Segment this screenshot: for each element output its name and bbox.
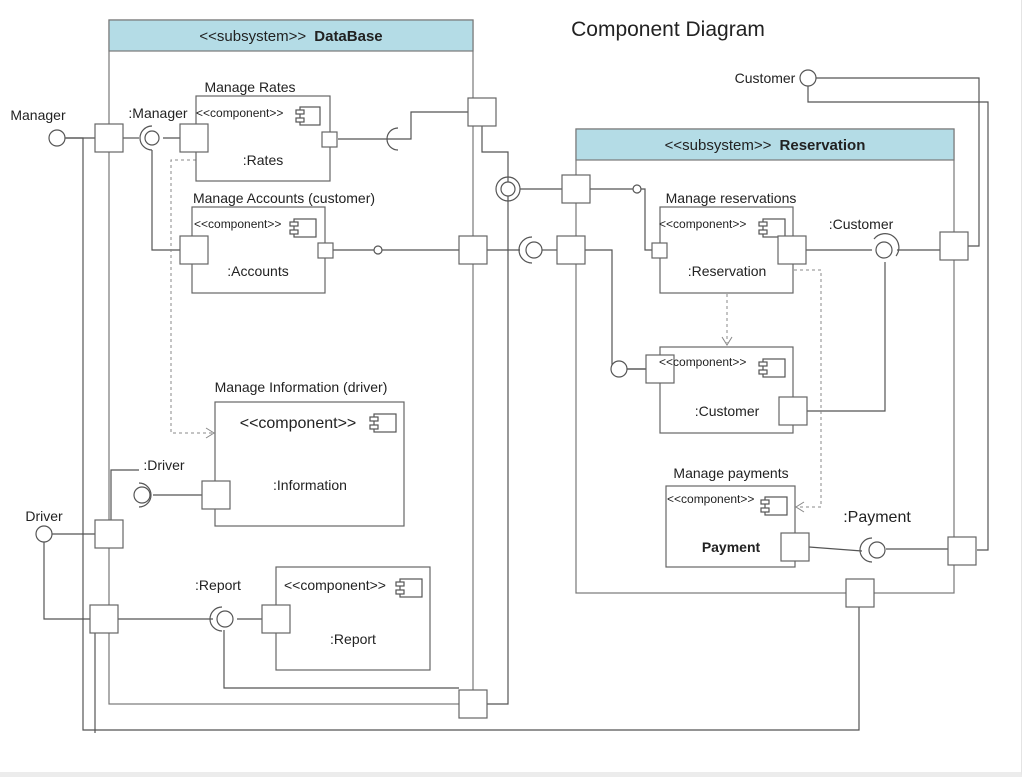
subsystem-reservation-header [575, 128, 955, 161]
rates-required-socket [386, 127, 399, 151]
manager-port-label: :Manager [128, 105, 187, 121]
manager-actor-node [48, 129, 66, 147]
driver-actor-label: Driver [25, 508, 63, 524]
accounts-stereotype: <<component>> [194, 217, 281, 231]
port [845, 578, 875, 608]
port [467, 97, 497, 127]
driver-interface-ball [133, 486, 151, 504]
component-icon [369, 413, 397, 433]
driver-interface-socket [138, 482, 152, 508]
subsystem-database-header [108, 19, 474, 52]
payment-stereotype: <<component>> [667, 492, 754, 506]
port [458, 689, 488, 719]
payment-interface-ball [868, 541, 886, 559]
port [89, 604, 119, 634]
port [179, 235, 209, 265]
report-interface-socket [209, 606, 223, 632]
accounts-provided-interface [373, 245, 383, 255]
rates-stereotype: <<component>> [196, 106, 283, 120]
database-name: DataBase [314, 28, 382, 45]
database-interface-socket [495, 176, 521, 202]
port [778, 396, 808, 426]
port [947, 536, 977, 566]
information-name: :Information [273, 477, 347, 493]
port [645, 354, 675, 384]
manager-interface-socket [139, 125, 153, 151]
customer-component-name: :Customer [695, 403, 760, 419]
port [458, 235, 488, 265]
customer-component-stereotype: <<component>> [659, 355, 746, 369]
information-stereotype: <<component>> [240, 415, 357, 432]
port [777, 235, 807, 265]
reservation-provided-interface [632, 184, 642, 194]
reservation-stereotype: <<subsystem>> [665, 137, 772, 154]
accounts-name: :Accounts [227, 263, 288, 279]
port [94, 123, 124, 153]
reservation-name: Reservation [780, 137, 866, 154]
svg-text:<<subsystem>> DataBase: <<subsystem>> DataBase [199, 28, 382, 45]
customer-provided-interface [610, 360, 628, 378]
reservation-component-name: :Reservation [688, 263, 767, 279]
port [780, 532, 810, 562]
driver-actor-node [35, 525, 53, 543]
payment-interface-socket [859, 537, 873, 563]
payment-name: Payment [702, 539, 761, 555]
component-icon [760, 496, 788, 516]
payment-caption: Manage payments [673, 465, 788, 481]
accounts-interface-ball [525, 241, 543, 259]
manager-actor-label: Manager [10, 107, 66, 123]
component-icon [758, 218, 786, 238]
port [317, 242, 334, 259]
port [201, 480, 231, 510]
port [651, 242, 668, 259]
report-interface-ball [216, 610, 234, 628]
reservation-caption: Manage reservations [666, 190, 797, 206]
port [321, 131, 338, 148]
driver-port-label: :Driver [143, 457, 185, 473]
component-icon [395, 578, 423, 598]
svg-text:<<subsystem>> Reservation: <<subsystem>> Reservation [665, 137, 866, 154]
rates-caption: Manage Rates [204, 79, 295, 95]
manager-interface-ball [144, 130, 160, 146]
diagram-title: Component Diagram [571, 18, 765, 41]
component-icon [295, 106, 321, 126]
customer-interface-ball [875, 241, 893, 259]
information-caption: Manage Information (driver) [215, 379, 388, 395]
reservation-component-stereotype: <<component>> [659, 217, 746, 231]
customer-actor-node [799, 69, 817, 87]
customer-actor-label: Customer [735, 70, 796, 86]
rates-name: :Rates [243, 152, 283, 168]
customer-interface-socket [873, 233, 900, 257]
port [561, 174, 591, 204]
component-information-box [214, 401, 405, 527]
port [179, 123, 209, 153]
report-port-label: :Report [195, 577, 241, 593]
database-interface-ball [500, 181, 516, 197]
payment-port-label: :Payment [843, 509, 911, 526]
database-stereotype: <<subsystem>> [199, 28, 306, 45]
port [261, 604, 291, 634]
component-icon [289, 218, 317, 238]
component-icon [758, 358, 786, 378]
customer-port-label: :Customer [829, 216, 894, 232]
accounts-interface-socket [518, 236, 533, 264]
accounts-caption: Manage Accounts (customer) [193, 190, 375, 206]
port [556, 235, 586, 265]
report-stereotype: <<component>> [284, 577, 386, 593]
port [939, 231, 969, 261]
report-name: :Report [330, 631, 376, 647]
port [94, 519, 124, 549]
